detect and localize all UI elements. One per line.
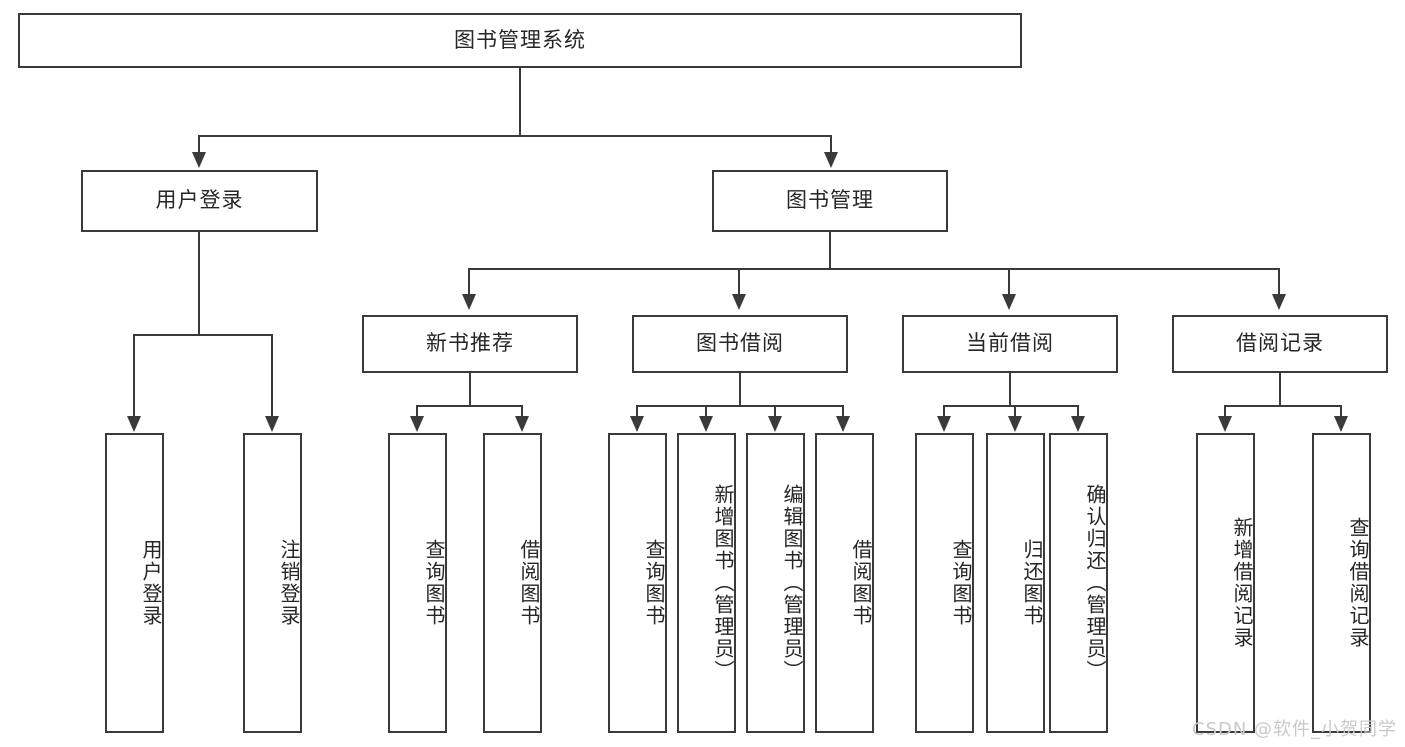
arrow-to-leaf-logout <box>265 416 279 432</box>
leaf-query-book-borrow[interactable]: 查询图书 <box>608 433 667 733</box>
leaf-add-borrow-record[interactable]: 新增借阅记录 <box>1196 433 1255 733</box>
edge-bookborrow-stem <box>739 373 741 406</box>
edge-root-drop-left <box>198 135 200 153</box>
node-new-book-recommend[interactable]: 新书推荐 <box>362 315 578 373</box>
node-user-login[interactable]: 用户登录 <box>81 170 318 232</box>
csdn-watermark: CSDN @软件_小贺同学 <box>1192 719 1398 740</box>
arrow-to-leaf-add-book <box>699 416 713 432</box>
arrow-to-leaf-edit-book <box>768 416 782 432</box>
edge-root-drop-right <box>830 135 832 153</box>
leaf-logout[interactable]: 注销登录 <box>243 433 302 733</box>
edge-userlogin-bus <box>133 334 272 336</box>
edge-userlogin-drop-2 <box>271 334 273 417</box>
arrow-to-leaf-add-record <box>1218 416 1232 432</box>
edge-bookborrow-drop-1 <box>636 405 638 417</box>
leaf-add-book-admin[interactable]: 新增图书（管理员） <box>677 433 736 733</box>
arrow-to-leaf-borrow-book-2 <box>836 416 850 432</box>
leaf-user-login[interactable]: 用户登录 <box>105 433 164 733</box>
edge-userlogin-drop-1 <box>133 334 135 417</box>
edge-currentborrow-drop-2 <box>1014 405 1016 417</box>
edge-currentborrow-stem <box>1009 373 1011 406</box>
edge-bookborrow-drop-2 <box>705 405 707 417</box>
edge-bookmanage-drop-3 <box>1008 268 1010 295</box>
arrow-to-borrow-record <box>1272 294 1286 310</box>
edge-newbook-stem <box>469 373 471 406</box>
leaf-edit-book-admin[interactable]: 编辑图书（管理员） <box>746 433 805 733</box>
arrow-to-leaf-confirm-return <box>1071 416 1085 432</box>
edge-userlogin-stem <box>198 232 200 335</box>
leaf-query-borrow-record[interactable]: 查询借阅记录 <box>1312 433 1371 733</box>
edge-newbook-drop-2 <box>521 405 523 417</box>
edge-borrowrecord-stem <box>1279 373 1281 406</box>
leaf-query-book-newrec[interactable]: 查询图书 <box>388 433 447 733</box>
edge-borrowrecord-bus <box>1224 405 1342 407</box>
arrow-to-leaf-query-book-3 <box>937 416 951 432</box>
node-book-manage[interactable]: 图书管理 <box>712 170 948 232</box>
edge-root-bus <box>198 135 832 137</box>
leaf-borrow-book-newrec[interactable]: 借阅图书 <box>483 433 542 733</box>
node-current-borrow[interactable]: 当前借阅 <box>902 315 1118 373</box>
edge-bookborrow-drop-3 <box>774 405 776 417</box>
arrow-to-leaf-query-book-1 <box>410 416 424 432</box>
edge-currentborrow-bus <box>943 405 1079 407</box>
leaf-query-book-current[interactable]: 查询图书 <box>915 433 974 733</box>
node-root-system[interactable]: 图书管理系统 <box>18 13 1022 68</box>
arrow-to-book-borrow <box>732 294 746 310</box>
arrow-to-leaf-query-record <box>1334 416 1348 432</box>
leaf-confirm-return-admin[interactable]: 确认归还（管理员） <box>1049 433 1108 733</box>
edge-newbook-drop-1 <box>416 405 418 417</box>
edge-root-stem <box>519 68 521 136</box>
edge-bookmanage-drop-1 <box>468 268 470 295</box>
edge-bookmanage-drop-4 <box>1278 268 1280 295</box>
edge-bookborrow-drop-4 <box>842 405 844 417</box>
edge-currentborrow-drop-1 <box>943 405 945 417</box>
node-book-borrow[interactable]: 图书借阅 <box>632 315 848 373</box>
edge-bookmanage-stem <box>829 232 831 269</box>
arrow-to-leaf-query-book-2 <box>630 416 644 432</box>
arrow-to-leaf-return-book <box>1008 416 1022 432</box>
arrow-to-leaf-borrow-book-1 <box>515 416 529 432</box>
leaf-return-book[interactable]: 归还图书 <box>986 433 1045 733</box>
edge-bookmanage-bus <box>468 268 1280 270</box>
arrow-to-user-login <box>192 152 206 168</box>
edge-currentborrow-drop-3 <box>1077 405 1079 417</box>
edge-bookborrow-bus <box>636 405 844 407</box>
edge-bookmanage-drop-2 <box>738 268 740 295</box>
node-borrow-record[interactable]: 借阅记录 <box>1172 315 1388 373</box>
arrow-to-book-manage <box>824 152 838 168</box>
edge-borrowrecord-drop-2 <box>1340 405 1342 417</box>
leaf-borrow-book-borrow[interactable]: 借阅图书 <box>815 433 874 733</box>
arrow-to-leaf-user-login <box>127 416 141 432</box>
edge-newbook-bus <box>416 405 523 407</box>
edge-borrowrecord-drop-1 <box>1224 405 1226 417</box>
arrow-to-current-borrow <box>1002 294 1016 310</box>
arrow-to-new-book-rec <box>462 294 476 310</box>
